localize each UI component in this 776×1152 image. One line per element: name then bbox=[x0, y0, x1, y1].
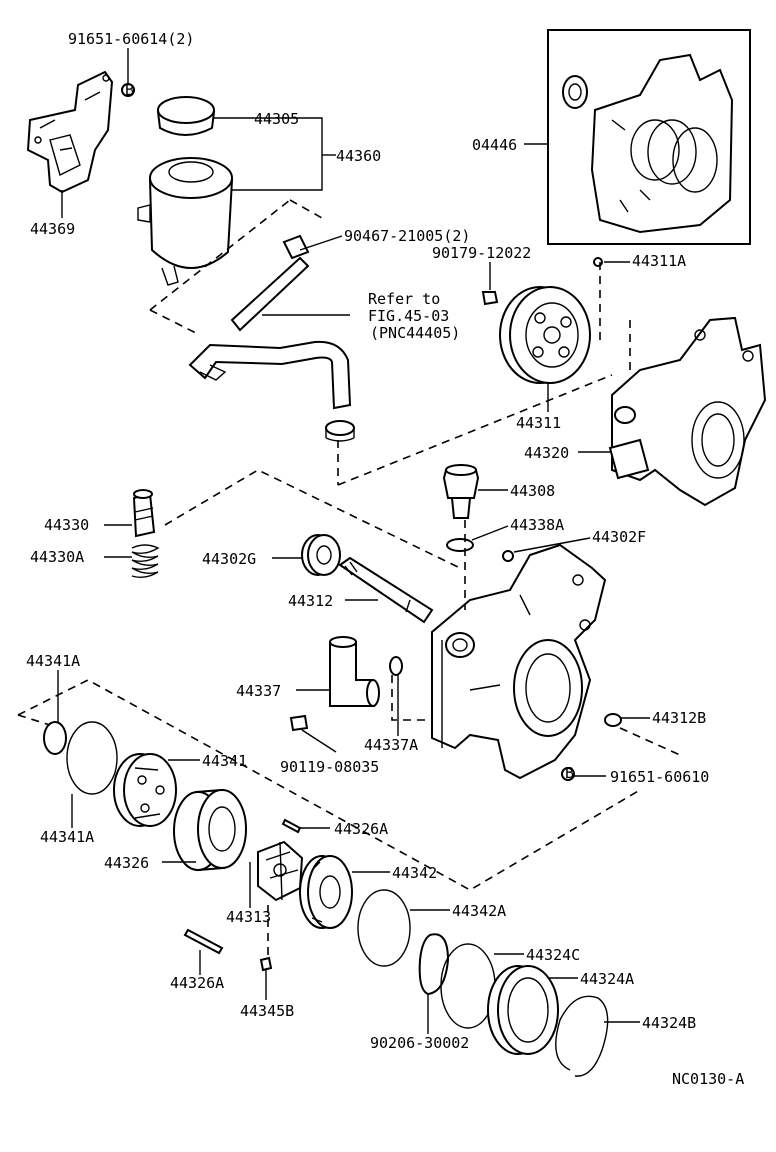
callout-44308: 44308 bbox=[510, 482, 555, 500]
leader-lines bbox=[57, 48, 650, 1034]
refer-note-line2: FIG.45-03 bbox=[368, 307, 449, 325]
reservoir-tank-44360 bbox=[137, 157, 234, 286]
callout-44302f: 44302F bbox=[592, 528, 646, 546]
refer-note-line3: (PNC44405) bbox=[370, 324, 460, 342]
reservoir-cap-44305 bbox=[156, 96, 216, 136]
callout-91651-60610: 91651-60610 bbox=[610, 768, 709, 786]
bracket-44369 bbox=[26, 70, 114, 194]
callout-44326: 44326 bbox=[104, 854, 149, 872]
snap-ring-90206 bbox=[418, 933, 450, 996]
o-ring-44341a-small bbox=[43, 721, 67, 755]
pulley-44311 bbox=[499, 286, 591, 384]
plug-44302f bbox=[502, 550, 514, 562]
rotor-44313 bbox=[257, 840, 304, 902]
o-ring-44324c bbox=[440, 943, 496, 1029]
callout-44313: 44313 bbox=[226, 908, 271, 926]
o-ring-44312b bbox=[604, 713, 622, 727]
pump-body-housing bbox=[431, 543, 607, 780]
gasket-44337a bbox=[389, 656, 403, 676]
hose-assembly bbox=[188, 234, 355, 442]
snap-ring-44324b bbox=[555, 995, 609, 1077]
bolt-90119 bbox=[289, 714, 309, 732]
refer-note-line1: Refer to bbox=[368, 290, 440, 308]
callout-44324b: 44324B bbox=[642, 1014, 696, 1032]
callout-44342a: 44342A bbox=[452, 902, 506, 920]
callout-90119-08035: 90119-08035 bbox=[280, 758, 379, 776]
callout-44312b: 44312B bbox=[652, 709, 706, 727]
callout-44345b: 44345B bbox=[240, 1002, 294, 1020]
union-fitting-44337 bbox=[329, 636, 380, 707]
o-ring-44341a-large bbox=[66, 721, 118, 795]
callout-44341: 44341 bbox=[202, 752, 247, 770]
valve-44330 bbox=[132, 489, 156, 538]
callout-91651-60614: 91651-60614(2) bbox=[68, 30, 194, 48]
callout-44330a: 44330A bbox=[30, 548, 84, 566]
callout-44320: 44320 bbox=[524, 444, 569, 462]
callout-44312: 44312 bbox=[288, 592, 333, 610]
diagram-reference-code: NC0130-A bbox=[672, 1070, 744, 1088]
o-ring-44338a bbox=[446, 538, 474, 552]
front-housing-44320 bbox=[608, 316, 767, 507]
svg-text:B: B bbox=[125, 81, 134, 99]
callout-44342: 44342 bbox=[392, 864, 437, 882]
callout-44324c: 44324C bbox=[526, 946, 580, 964]
callout-04446: 04446 bbox=[472, 136, 517, 154]
callout-44369: 44369 bbox=[30, 220, 75, 238]
callout-44337a: 44337A bbox=[364, 736, 418, 754]
end-cover-44324a bbox=[487, 965, 559, 1055]
nut-90179 bbox=[481, 291, 499, 306]
bolt-marker-b-bottom bbox=[561, 767, 575, 781]
callout-90206-30002: 90206-30002 bbox=[370, 1034, 469, 1052]
vane-44345b bbox=[259, 956, 273, 972]
callout-44311a: 44311A bbox=[632, 252, 686, 270]
pressure-plate-44342 bbox=[299, 855, 353, 929]
callout-44338a: 44338A bbox=[510, 516, 564, 534]
pin-44326a-right bbox=[281, 818, 302, 834]
spring-44330a bbox=[131, 544, 160, 579]
callout-44337: 44337 bbox=[236, 682, 281, 700]
valve-fitting-44308 bbox=[442, 464, 480, 519]
callout-44326a-left: 44326A bbox=[170, 974, 224, 992]
callout-44341a-top: 44341A bbox=[26, 652, 80, 670]
callout-44341a-bottom: 44341A bbox=[40, 828, 94, 846]
callout-90467-21005: 90467-21005(2) bbox=[344, 227, 470, 245]
cam-ring-44326 bbox=[173, 788, 247, 872]
svg-text:B: B bbox=[565, 764, 574, 782]
callout-90179-12022: 90179-12022 bbox=[432, 244, 531, 262]
callout-44330: 44330 bbox=[44, 516, 89, 534]
callout-44311: 44311 bbox=[516, 414, 561, 432]
callout-44324a: 44324A bbox=[580, 970, 634, 988]
shaft-44312 bbox=[338, 556, 434, 624]
callout-44302g: 44302G bbox=[202, 550, 256, 568]
gasket-kit-box-04446 bbox=[547, 29, 751, 245]
o-ring-44342a bbox=[357, 889, 411, 967]
callout-44305: 44305 bbox=[254, 110, 299, 128]
side-plate-44341 bbox=[113, 753, 177, 827]
callout-44326a-right: 44326A bbox=[334, 820, 388, 838]
callout-44360: 44360 bbox=[336, 147, 381, 165]
pin-44326a-left bbox=[183, 928, 224, 955]
bearing-44302g bbox=[301, 534, 341, 576]
